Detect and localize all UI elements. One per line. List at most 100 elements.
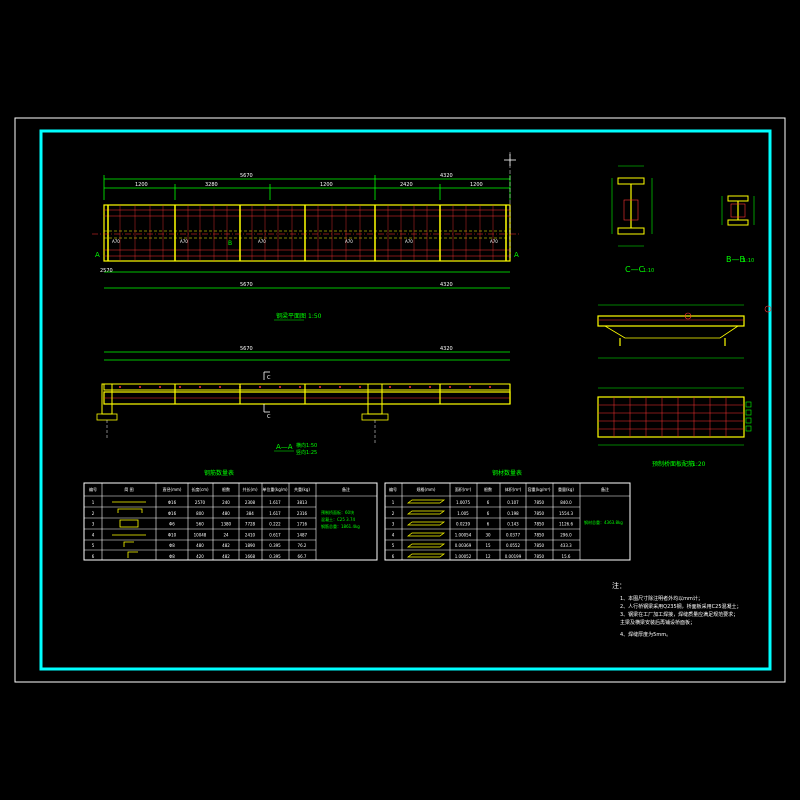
- table-cell: 296.0: [560, 532, 572, 537]
- table-cell: 1.617: [269, 500, 281, 505]
- table-header-cell: 长度(cm): [191, 486, 209, 492]
- svg-text:2570: 2570: [100, 268, 113, 274]
- svg-text:5670: 5670: [240, 346, 253, 352]
- table-header-cell: 共长(m): [242, 486, 257, 492]
- table-cell: 2: [92, 511, 95, 516]
- section-b-view: B—B 1:10: [721, 195, 755, 264]
- table-header-cell: 备注: [342, 486, 350, 492]
- section-c-scale: 1:10: [643, 268, 654, 274]
- table-cell: 6: [487, 522, 490, 527]
- table-cell: 6: [487, 500, 490, 505]
- table-header-cell: 重量(kg): [558, 486, 574, 492]
- svg-text:1200: 1200: [320, 182, 333, 188]
- svg-text:5670: 5670: [240, 173, 253, 179]
- table-cell: 0.395: [269, 554, 281, 559]
- table-cell: Φ8: [169, 554, 175, 559]
- rebar-note-2: 混凝土：C25 3.74: [321, 516, 356, 522]
- table-cell: 7850: [534, 522, 545, 527]
- table-cell: Φ6: [169, 522, 175, 527]
- table-header-cell: 规格(mm): [417, 486, 436, 492]
- table-cell: 1.0075: [456, 500, 470, 505]
- table-cell: 480: [222, 511, 230, 516]
- general-notes: 注： 1、本图尺寸除注明者外均以mm计； 2、人行桥钢梁采用Q235钢，桥面板采…: [612, 581, 742, 638]
- table-cell: 2316: [297, 511, 308, 516]
- svg-text:3280: 3280: [205, 182, 218, 188]
- table-header-cell: 直径(mm): [163, 486, 182, 492]
- table-cell: 1: [92, 500, 95, 505]
- table-cell: Φ16: [168, 511, 177, 516]
- table-cell: 3: [92, 522, 95, 527]
- table-header-cell: 容重(kg/m³): [528, 486, 551, 492]
- table-cell: 480: [196, 543, 204, 548]
- detail-scale: 1:20: [692, 461, 706, 468]
- table-cell: 3: [392, 522, 395, 527]
- table-cell: 5: [392, 543, 395, 548]
- section-mark-c-bottom: C: [267, 414, 271, 420]
- table-cell: 2: [392, 511, 395, 516]
- rebar-table-title: 钢筋数量表: [204, 469, 234, 477]
- section-mark-a-left: A: [95, 251, 100, 259]
- table-cell: 2308: [245, 500, 256, 505]
- svg-text:1200: 1200: [470, 182, 483, 188]
- table-cell: 1554.3: [559, 511, 573, 516]
- table-cell: 66.7: [298, 554, 307, 559]
- section-b-scale: 1:10: [743, 258, 754, 264]
- svg-text:A70: A70: [258, 239, 266, 244]
- deck-plan-detail: 预制桥面板配筋 1:20: [597, 387, 752, 468]
- note-item-4: 主梁及横梁安装后再铺设桥面板；: [620, 619, 695, 626]
- section-mark-c-top: C: [267, 375, 271, 381]
- svg-text:A70: A70: [490, 239, 498, 244]
- table-cell: 2570: [195, 500, 206, 505]
- table-cell: 1380: [221, 522, 232, 527]
- table-cell: 1890: [245, 543, 256, 548]
- table-header-cell: 根数: [484, 486, 492, 492]
- table-cell: 76.2: [298, 543, 307, 548]
- table-cell: 10048: [194, 532, 207, 537]
- svg-text:2420: 2420: [400, 182, 413, 188]
- section-mark-a-right: A: [514, 251, 519, 259]
- table-cell: 6: [487, 511, 490, 516]
- note-item-1: 1、本图尺寸除注明者外均以mm计；: [620, 595, 703, 602]
- table-header-cell: 编号: [89, 486, 97, 492]
- table-header-cell: 编号: [389, 486, 397, 492]
- table-cell: 1.00054: [455, 532, 472, 537]
- table-cell: 840.0: [560, 500, 572, 505]
- table-cell: 0.395: [269, 543, 281, 548]
- table-cell: 0.0552: [506, 543, 520, 548]
- table-cell: 4: [392, 532, 395, 537]
- table-cell: 384: [246, 511, 254, 516]
- svg-text:A70: A70: [180, 239, 188, 244]
- table-cell: 1668: [245, 554, 256, 559]
- table-cell: Φ10: [168, 532, 177, 537]
- svg-text:4320: 4320: [440, 346, 453, 352]
- table-cell: 6: [92, 554, 95, 559]
- table-cell: 2410: [245, 532, 256, 537]
- table-cell: 0.143: [507, 522, 519, 527]
- svg-text:A70: A70: [112, 239, 120, 244]
- detail-title: 预制桥面板配筋: [652, 460, 694, 468]
- notes-heading: 注：: [612, 581, 626, 590]
- elevation-scale-2: 竖向1:25: [296, 449, 317, 456]
- note-item-2: 2、人行桥钢梁采用Q235钢，桥面板采用C25混凝土；: [620, 603, 742, 610]
- svg-text:5670: 5670: [240, 282, 253, 288]
- section-c-title: C—C: [625, 265, 645, 274]
- table-cell: 7850: [534, 543, 545, 548]
- table-cell: 1: [392, 500, 395, 505]
- svg-text:4320: 4320: [440, 173, 453, 179]
- table-cell: 3813: [297, 500, 308, 505]
- table-cell: 560: [196, 522, 204, 527]
- table-cell: 7850: [534, 511, 545, 516]
- table-cell: 24: [223, 532, 229, 537]
- section-mark-b: B: [228, 240, 232, 247]
- svg-text:A70: A70: [405, 239, 413, 244]
- table-cell: 433.3: [560, 543, 572, 548]
- table-cell: 482: [222, 554, 230, 559]
- svg-text:4320: 4320: [440, 282, 453, 288]
- table-cell: 0.00199: [505, 554, 522, 559]
- table-cell: 0.198: [507, 511, 519, 516]
- steel-table: 钢材数量表 编号规格(mm)面积(m²)根数体积(m³)容重(kg/m³)重量(…: [384, 469, 631, 561]
- table-cell: 7728: [245, 522, 256, 527]
